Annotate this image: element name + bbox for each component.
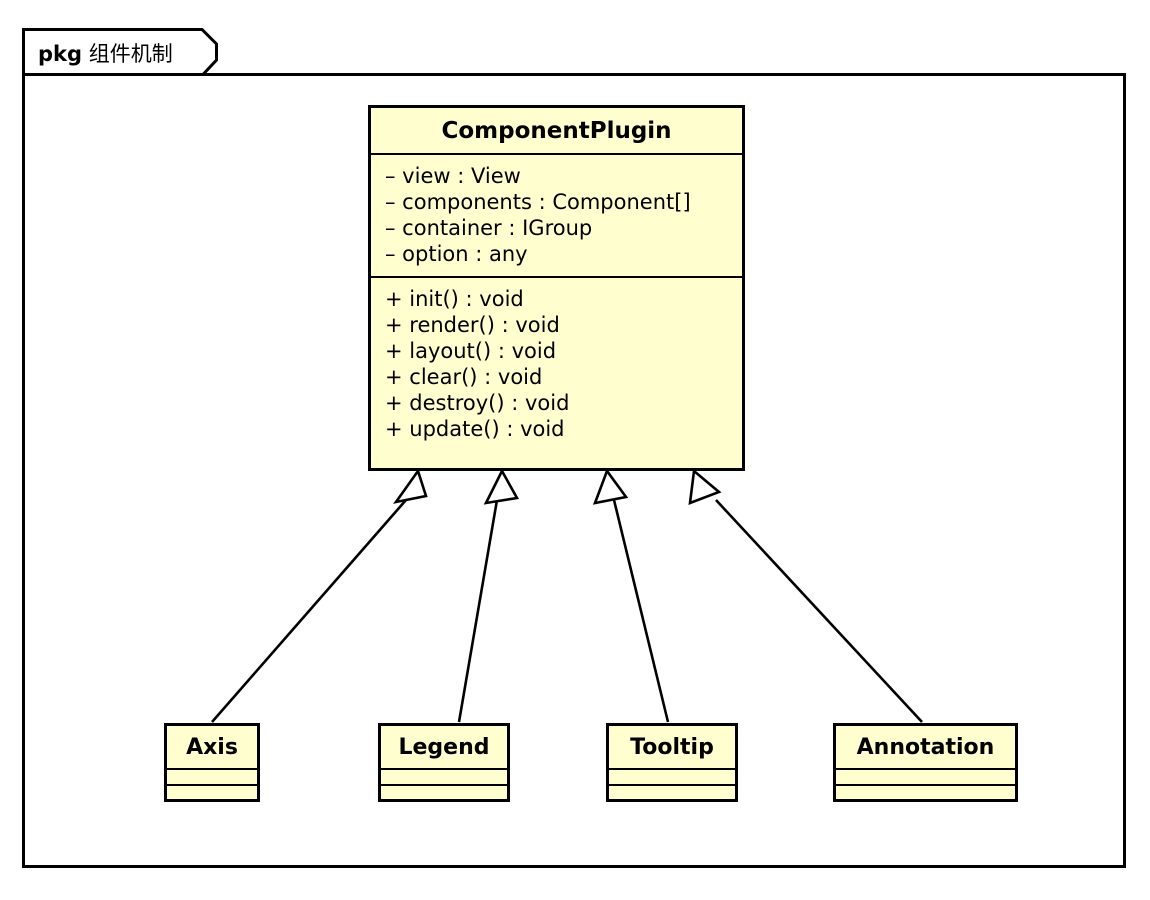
methods-compartment-componentplugin: + init() : void + render() : void + layo…: [371, 276, 742, 451]
package-name: 组件机制: [88, 42, 173, 66]
method-row: + clear() : void: [385, 365, 543, 389]
class-box-tooltip[interactable]: Tooltip: [606, 723, 738, 802]
methods-compartment-legend: [381, 784, 507, 800]
attribute-row: – container : IGroup: [385, 216, 593, 240]
attributes-compartment-annotation: [836, 768, 1015, 784]
class-name-componentplugin: ComponentPlugin: [441, 118, 672, 144]
class-name-axis: Axis: [186, 735, 238, 760]
class-box-axis[interactable]: Axis: [164, 723, 260, 802]
attribute-row: – option : any: [385, 242, 528, 266]
method-row: + layout() : void: [385, 339, 557, 363]
package-body-outline: [22, 74, 1126, 868]
attributes-compartment-legend: [381, 768, 507, 784]
attributes-compartment-componentplugin: – view : View – components : Component[]…: [371, 153, 742, 276]
class-box-annotation[interactable]: Annotation: [833, 723, 1018, 802]
methods-compartment-tooltip: [609, 784, 735, 800]
method-row: + init() : void: [385, 287, 524, 311]
methods-compartment-axis: [167, 784, 257, 800]
class-name-annotation: Annotation: [856, 735, 995, 760]
package-frame-outline: [22, 28, 1126, 868]
class-name-legend: Legend: [398, 735, 490, 760]
attributes-compartment-axis: [167, 768, 257, 784]
class-name-tooltip: Tooltip: [630, 735, 714, 760]
method-row: + render() : void: [385, 313, 560, 337]
attribute-row: – components : Component[]: [385, 190, 691, 214]
method-row: + update() : void: [385, 417, 565, 441]
package-frame: pkg 组件机制: [22, 28, 1126, 868]
package-keyword: pkg: [38, 42, 83, 66]
method-row: + destroy() : void: [385, 391, 570, 415]
class-box-legend[interactable]: Legend: [378, 723, 510, 802]
class-box-componentplugin[interactable]: ComponentPlugin – view : View – componen…: [368, 105, 745, 471]
methods-compartment-annotation: [836, 784, 1015, 800]
attributes-compartment-tooltip: [609, 768, 735, 784]
package-label: pkg 组件机制: [38, 44, 173, 65]
attribute-row: – view : View: [385, 164, 521, 188]
